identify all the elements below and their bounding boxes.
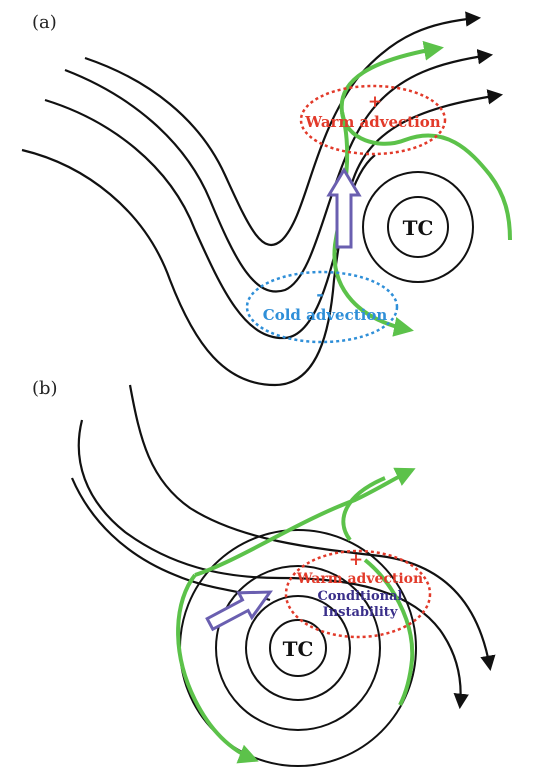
- streamline-a-1: [84, 11, 482, 247]
- conditional-text-b: Conditional: [318, 589, 403, 604]
- tc-a-outer-ring: [362, 171, 474, 283]
- green-flow-b-1: [194, 467, 416, 577]
- green-flow-b-4: [176, 573, 259, 764]
- tc-b-ring-2: [215, 565, 381, 731]
- streamline-b-3: [70, 477, 271, 602]
- tc-a-inner-ring: [387, 196, 449, 258]
- streamlines-b: [70, 384, 496, 710]
- panel-a-label: (a): [32, 12, 57, 33]
- instability-text-b: Instability: [323, 605, 398, 620]
- tc-a: [362, 171, 474, 283]
- panel-b: TC + Warm advection Conditional Instabil…: [70, 384, 496, 767]
- warm-advection-text-a: Warm advection: [304, 113, 440, 131]
- tc-a-label: TC: [403, 216, 434, 240]
- streamline-b-1: [128, 384, 496, 672]
- green-flow-a-1: [339, 40, 444, 113]
- warm-advection-text-b: Warm advection: [296, 571, 423, 587]
- green-flows-b: [176, 467, 416, 764]
- streamline-a-4: [21, 148, 376, 387]
- streamline-a-2: [64, 49, 494, 293]
- upward-motion-arrow-b: [205, 590, 273, 632]
- cold-advection-text-a: Cold advection: [263, 306, 388, 324]
- tc-b-ring-3: [245, 595, 351, 701]
- upward-motion-arrow-a: [326, 167, 362, 249]
- warm-advection-ellipse-a: [299, 84, 447, 156]
- warm-sign-b: +: [349, 550, 363, 570]
- tc-b-inner-ring: [269, 619, 327, 677]
- green-flows-a: [332, 40, 512, 337]
- green-flow-a-3: [332, 111, 414, 337]
- cold-sign-a: -: [316, 284, 323, 305]
- green-flow-a-2: [340, 111, 512, 241]
- streamlines-a: [21, 11, 504, 387]
- tc-b-label: TC: [283, 637, 314, 661]
- green-flow-b-3: [363, 558, 415, 706]
- warm-advection-ellipse-b: [284, 549, 432, 639]
- streamline-b-2: [77, 419, 469, 710]
- panel-b-label: (b): [32, 378, 58, 399]
- cold-advection-ellipse-a: [245, 270, 399, 344]
- green-flow-b-2: [341, 476, 386, 542]
- warm-sign-a: +: [368, 92, 382, 112]
- panel-a: TC + Warm advection - Cold advection: [21, 11, 512, 387]
